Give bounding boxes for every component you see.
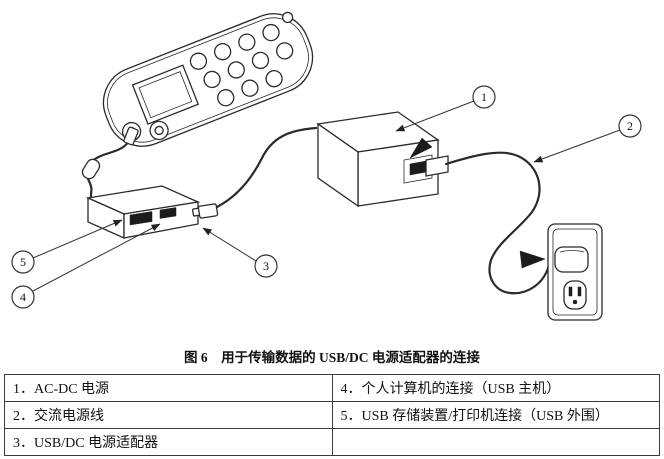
keypad-button: [241, 79, 259, 97]
wall-plug: [554, 246, 589, 273]
supply-left-face: [317, 122, 359, 208]
ac-dc-power-supply: [316, 111, 440, 208]
plug-body: [554, 246, 589, 273]
legend-cell: 3．USB/DC 电源适配器: [4, 428, 333, 456]
usb-peripheral-port: [129, 211, 153, 226]
meter-port-pin: [154, 125, 164, 136]
callouts: 1 2 3 4 5: [11, 85, 642, 309]
dc-output-cable: [215, 126, 318, 209]
callout-number: 5: [20, 255, 26, 269]
keypad-button: [238, 33, 256, 51]
usb-dc-adapter: [85, 185, 201, 240]
keypad-button: [276, 42, 294, 60]
outlet-plate-inner: [552, 228, 598, 316]
callout-1: 1: [395, 85, 496, 132]
callout-number: 2: [627, 119, 633, 133]
outlet-receptacle: [563, 280, 587, 310]
figure-caption: 图 6 用于传输数据的 USB/DC 电源适配器的连接: [184, 350, 480, 365]
outlet-slot: [568, 286, 573, 297]
callout-circle: [11, 250, 35, 274]
leader-line: [395, 100, 475, 132]
keypad-button: [251, 51, 270, 70]
leader-line: [32, 219, 123, 259]
callout-number: 3: [263, 259, 269, 273]
ac-power-cord: [444, 151, 559, 295]
adapter-front-face: [123, 201, 199, 239]
table-row: 2．交流电源线 5．USB 存储装置/打印机连接（USB 外围）: [4, 401, 660, 429]
meter-body-seam: [107, 17, 309, 143]
plug-direction-arrow-power: [409, 137, 433, 159]
outlet-slot: [577, 286, 582, 297]
cord-connector: [425, 155, 449, 177]
keypad-button: [227, 61, 245, 79]
callout-circle: [11, 285, 35, 309]
connection-diagram: 1 2 3 4 5: [11, 11, 642, 321]
leader-line: [202, 227, 257, 262]
keypad-button: [262, 23, 280, 42]
leader-line: [533, 129, 621, 163]
plug-detail: [559, 250, 585, 253]
keypad-button: [217, 89, 235, 107]
outlet-ground-hole: [572, 299, 578, 305]
callout-number: 1: [481, 90, 487, 104]
callout-4: 4: [11, 223, 161, 309]
keypad-button: [189, 52, 208, 70]
meter-lanyard-hole: [281, 11, 294, 24]
table-row: 1．AC-DC 电源 4．个人计算机的连接（USB 主机）: [4, 374, 660, 402]
ferrite-bead: [81, 158, 101, 180]
callout-2: 2: [533, 114, 642, 163]
callout-circle: [472, 85, 496, 109]
callout-circle: [618, 114, 642, 138]
keypad-button: [213, 43, 232, 61]
keypad-button: [203, 70, 221, 89]
legend-cell: 5．USB 存储装置/打印机连接（USB 外围）: [331, 401, 660, 429]
keypad-button: [265, 70, 283, 88]
dc-plug: [197, 203, 219, 219]
usb-host-port: [159, 207, 177, 219]
leader-line: [32, 223, 161, 292]
plug-direction-arrow-outlet: [519, 250, 546, 269]
legend-cell: 2．交流电源线: [4, 401, 333, 429]
callout-number: 4: [20, 290, 26, 304]
callout-3: 3: [202, 227, 278, 278]
legend-cell: [331, 428, 660, 456]
meter-screen-inner: [138, 71, 193, 119]
callout-5: 5: [11, 219, 123, 274]
legend-cell: 4．个人计算机的连接（USB 主机）: [331, 374, 660, 402]
callout-circle: [254, 254, 278, 278]
cable-connector: [123, 126, 139, 146]
table-row: 3．USB/DC 电源适配器: [4, 428, 660, 456]
meter-keypad: [189, 23, 294, 107]
legend-table: 1．AC-DC 电源 4．个人计算机的连接（USB 主机） 2．交流电源线 5．…: [4, 374, 660, 456]
legend-cell: 1．AC-DC 电源: [4, 374, 333, 402]
handheld-meter: [102, 11, 314, 147]
